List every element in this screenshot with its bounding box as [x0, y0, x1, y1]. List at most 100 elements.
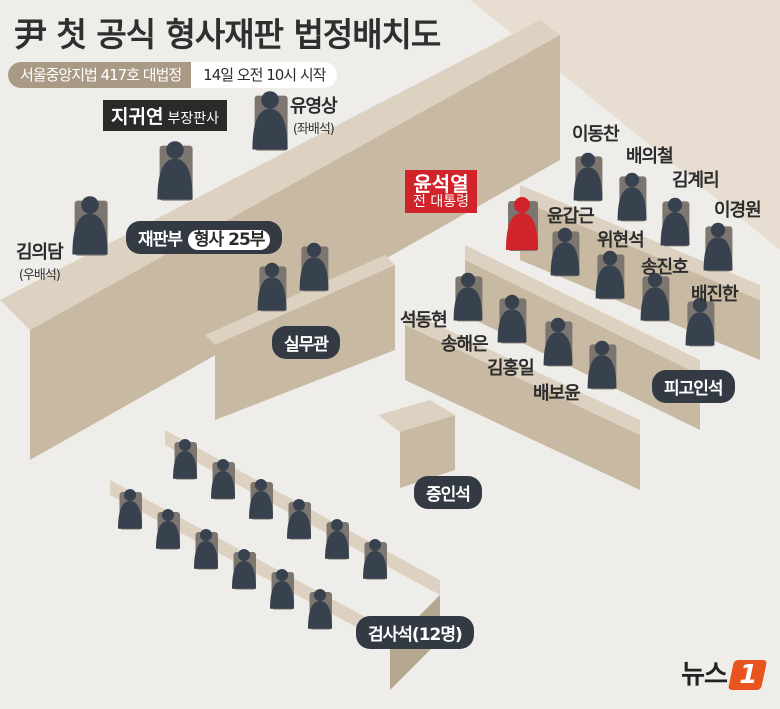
person-body [72, 213, 108, 255]
lawyer [595, 250, 625, 300]
person-head [460, 272, 476, 288]
person-body [550, 242, 580, 276]
lawyer [660, 197, 690, 247]
person-head [550, 317, 566, 333]
person-body [156, 521, 180, 549]
person-body [453, 287, 483, 321]
logo-mark: 1 [727, 660, 768, 690]
person-body [703, 237, 733, 271]
lawyer [543, 317, 573, 367]
lawyer-name: 이동찬 [572, 124, 620, 145]
person-body [543, 332, 573, 366]
person-head [255, 479, 267, 491]
prosecutor [308, 589, 332, 630]
prosecutor [249, 479, 273, 520]
person-head [261, 91, 279, 109]
page-title: 尹 첫 공식 형사재판 법정배치도 [14, 15, 441, 54]
lawyer-name: 윤갑근 [547, 206, 595, 227]
right-judge-label: 김의담(우배석) [16, 238, 64, 283]
lawyer-name: 석동현 [400, 310, 448, 331]
person-body [257, 277, 287, 311]
person-body [595, 265, 625, 299]
lawyer [497, 294, 527, 344]
prosecutor [287, 499, 311, 540]
person-body [173, 451, 197, 479]
judge-right [72, 196, 108, 256]
lawyer [453, 272, 483, 322]
person-head [594, 340, 610, 356]
lawyer [550, 227, 580, 277]
lawyer [703, 222, 733, 272]
lawyer-name: 이경원 [714, 200, 762, 221]
defense-desk-mid-top [465, 245, 700, 375]
lawyer-name: 송해은 [441, 334, 489, 355]
person-head [314, 589, 326, 601]
person-body [660, 212, 690, 246]
left-judge-label: 유영상(좌배석) [290, 92, 338, 137]
person-head [162, 509, 174, 521]
person-head [238, 549, 250, 561]
person-body [640, 287, 670, 321]
witness-seat-label: 증인석 [414, 476, 482, 509]
person-body [617, 187, 647, 221]
person-head [81, 196, 99, 214]
defendant-role: 전 대통령 [413, 194, 469, 210]
witness-stand-top [378, 400, 455, 432]
lawyer [640, 272, 670, 322]
person-head [264, 262, 280, 278]
lawyer-name: 배의철 [626, 146, 674, 167]
person-head [166, 141, 184, 159]
person-body [497, 309, 527, 343]
defense-desk-back-top [520, 185, 760, 300]
person-head [504, 294, 520, 310]
person-head [710, 222, 726, 238]
person-head [667, 197, 683, 213]
time-badge: 14일 오전 10시 시작 [191, 62, 338, 88]
panel-name: 형사 25부 [187, 230, 271, 250]
presiding-judge-name: 지귀연 [111, 106, 164, 128]
person-body [232, 561, 256, 589]
person-head [369, 539, 381, 551]
person-body [587, 355, 617, 389]
defense-desk-front [405, 325, 640, 490]
person-body [270, 581, 294, 609]
clerk-label: 실무관 [272, 326, 340, 359]
person-head [200, 529, 212, 541]
person-head [124, 489, 136, 501]
right-judge-name: 김의담 [16, 242, 64, 263]
clerk [257, 262, 287, 312]
person-body [118, 501, 142, 529]
prosecutor [173, 439, 197, 480]
clerk-desk-top [205, 255, 395, 345]
defense-desk-front-top [405, 310, 640, 435]
person-head [602, 250, 618, 266]
witness-stand [400, 415, 455, 488]
prosecutor [156, 509, 180, 550]
person-head [276, 569, 288, 581]
lawyer-name: 배보윤 [533, 383, 581, 404]
person-head [331, 519, 343, 531]
clerk [299, 242, 329, 292]
logo-text: 뉴스 [681, 660, 728, 690]
person-body [308, 601, 332, 629]
person-head [624, 172, 640, 188]
person-body [211, 471, 235, 499]
person-head [557, 227, 573, 243]
person-head [692, 297, 708, 313]
prosecutor [211, 459, 235, 500]
lawyer-name: 송진호 [641, 257, 689, 278]
person-head [179, 439, 191, 451]
prosecutor [363, 539, 387, 580]
person-head [514, 197, 530, 213]
prosecutor [270, 569, 294, 610]
person-body [325, 531, 349, 559]
judge-presiding [157, 141, 193, 201]
lawyer-name: 김계리 [672, 170, 720, 191]
venue-badge: 서울중앙지법 417호 대법정 [8, 62, 192, 88]
person-body [299, 257, 329, 291]
person-head [217, 459, 229, 471]
